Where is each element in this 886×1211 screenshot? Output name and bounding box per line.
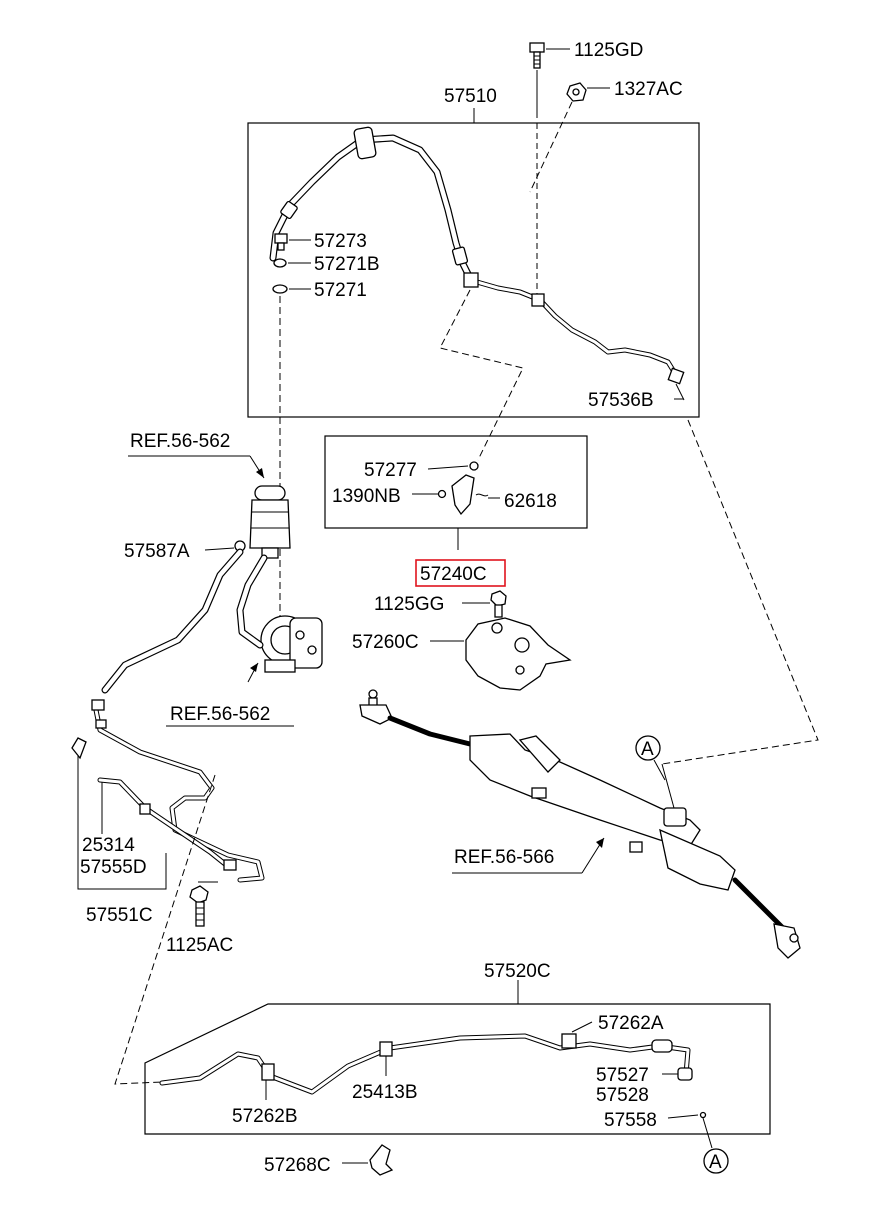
label-25314: 25314 — [82, 835, 135, 856]
label-1125AC: 1125AC — [166, 935, 233, 956]
label-57528: 57528 — [596, 1085, 649, 1106]
pressure-hose-57510 — [269, 126, 685, 385]
label-25413B: 25413B — [352, 1082, 418, 1103]
label-ref-56-562-reservoir: REF.56-562 — [130, 431, 230, 452]
ref-circle-A-bottom — [703, 1148, 729, 1174]
ref-circle-A-top — [635, 735, 661, 761]
label-1125GD: 1125GD — [574, 40, 643, 61]
bracket-57551C — [77, 738, 167, 890]
washer-57271B — [273, 258, 287, 268]
return-tube-57520C — [159, 1033, 707, 1119]
label-57268C: 57268C — [264, 1155, 331, 1176]
label-A-bottom: A — [709, 1152, 722, 1173]
nut-1327AC — [566, 82, 587, 102]
label-57271: 57271 — [314, 280, 367, 301]
label-57262A: 57262A — [598, 1013, 664, 1034]
label-57277: 57277 — [364, 460, 417, 481]
label-57587A: 57587A — [124, 541, 190, 562]
bolt-1125GD — [529, 42, 545, 69]
washer-57271 — [272, 284, 288, 294]
bracket-57240C — [437, 461, 489, 516]
label-57527: 57527 — [596, 1065, 649, 1086]
label-1390NB: 1390NB — [332, 486, 401, 507]
label-1125GG: 1125GG — [374, 594, 444, 615]
label-57262B: 57262B — [232, 1106, 298, 1127]
bolt-1125GG — [490, 590, 507, 618]
label-1327AC: 1327AC — [614, 79, 683, 100]
label-ref-56-562-pump: REF.56-562 — [170, 704, 270, 725]
label-57555D: 57555D — [80, 857, 147, 878]
reservoir — [249, 485, 291, 559]
label-57558: 57558 — [604, 1110, 657, 1131]
label-57240C: 57240C — [420, 564, 487, 585]
label-57510: 57510 — [444, 86, 497, 107]
label-57551C: 57551C — [86, 905, 153, 926]
bracket-57260C — [465, 617, 572, 691]
highlight-57240C — [415, 559, 506, 587]
label-ref-56-566: REF.56-566 — [454, 847, 554, 868]
bolt-1125AC — [189, 885, 209, 927]
box-57520C — [144, 1003, 771, 1135]
return-pipe-57551C — [71, 699, 265, 883]
label-57273: 57273 — [314, 231, 367, 252]
label-57260C: 57260C — [352, 632, 419, 653]
bolt-57273 — [274, 233, 288, 251]
power-steering-pump — [260, 615, 323, 673]
label-57536B: 57536B — [588, 390, 654, 411]
label-A-top: A — [641, 739, 654, 760]
label-57520C: 57520C — [484, 961, 551, 982]
clip-57268C — [369, 1144, 394, 1176]
steering-gear — [359, 689, 801, 959]
box-57240C — [324, 435, 588, 529]
label-62618: 62618 — [504, 491, 557, 512]
label-57271B: 57271B — [314, 254, 380, 275]
